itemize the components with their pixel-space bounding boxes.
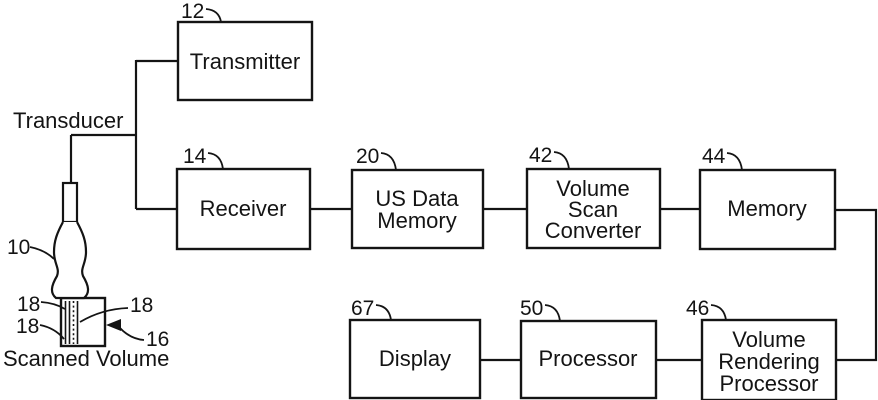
- us-data-memory-box: [350, 168, 485, 250]
- ref-18-left-top: 18: [17, 293, 40, 316]
- ref-18-left-top-leader: [40, 301, 66, 310]
- ref-67-leader: [375, 304, 392, 321]
- ref-16-arrowhead: [106, 319, 121, 331]
- ref-46-leader: [710, 304, 727, 321]
- us-data-memory-label-line2: Memory: [377, 208, 456, 233]
- ref-46: 46: [686, 297, 709, 320]
- ref-10-leader: [29, 246, 55, 260]
- transmitter-box: [176, 20, 314, 102]
- transducer-assembly: Transducer Scanned Volume 10 18 18 18 16: [3, 108, 169, 371]
- wire-memory-vrp: [835, 208, 878, 362]
- transmitter-label: Transmitter: [190, 49, 300, 74]
- ref-14: 14: [183, 145, 207, 168]
- block-memory: Memory 44: [698, 145, 837, 251]
- probe-stem: [61, 181, 79, 224]
- probe-body: [50, 221, 90, 300]
- ref-12-leader: [205, 8, 222, 23]
- scanned-volume-label: Scanned Volume: [3, 346, 169, 371]
- ref-20-leader: [380, 152, 397, 171]
- volume-rendering-processor-box: [700, 318, 838, 400]
- ref-12: 12: [181, 0, 204, 23]
- block-us-data-memory: US Data Memory 20: [350, 145, 485, 250]
- block-volume-scan-converter: Volume Scan Converter 42: [525, 144, 662, 250]
- ref-42-leader: [553, 151, 570, 170]
- block-transmitter: Transmitter 12: [176, 0, 314, 102]
- display-box: [348, 318, 482, 400]
- block-processor: Processor 50: [519, 297, 658, 400]
- block-display: Display 67: [348, 297, 482, 400]
- processor-box: [519, 319, 658, 400]
- ref-10: 10: [7, 236, 30, 259]
- ref-44-leader: [726, 152, 743, 171]
- ref-14-leader: [207, 152, 224, 170]
- ref-67: 67: [351, 297, 374, 320]
- ref-16-leader: [118, 326, 145, 341]
- vsc-label-line3: Converter: [545, 218, 642, 243]
- transducer-label: Transducer: [13, 108, 123, 133]
- memory-box: [698, 168, 837, 251]
- vsc-label-line1: Volume: [556, 176, 629, 201]
- us-data-memory-label-line1: US Data: [375, 186, 459, 211]
- receiver-label: Receiver: [200, 196, 287, 221]
- processor-label: Processor: [538, 346, 637, 371]
- vrp-label-line1: Volume: [732, 327, 805, 352]
- ref-50: 50: [520, 297, 543, 320]
- ref-42: 42: [529, 144, 552, 167]
- connector-wires: [69, 59, 878, 362]
- memory-label: Memory: [727, 196, 806, 221]
- block-volume-rendering-processor: Volume Rendering Processor 46: [686, 297, 838, 400]
- vrp-label-line3: Processor: [719, 371, 818, 396]
- ref-18-right: 18: [130, 294, 153, 317]
- vrp-label-line2: Rendering: [718, 349, 820, 374]
- receiver-box: [175, 167, 312, 251]
- display-label: Display: [379, 346, 451, 371]
- ref-18-left-bottom: 18: [16, 315, 39, 338]
- vsc-label-line2: Scan: [568, 197, 618, 222]
- ref-18-left-bottom-leader: [39, 324, 65, 340]
- ref-20: 20: [356, 145, 379, 168]
- ref-16: 16: [146, 328, 169, 351]
- ref-18-right-leader: [79, 307, 129, 323]
- volume-scan-converter-box: [525, 167, 662, 250]
- block-receiver: Receiver 14: [175, 145, 312, 251]
- ref-44: 44: [702, 145, 726, 168]
- scanned-volume-box: [59, 296, 107, 348]
- ref-50-leader: [544, 304, 561, 322]
